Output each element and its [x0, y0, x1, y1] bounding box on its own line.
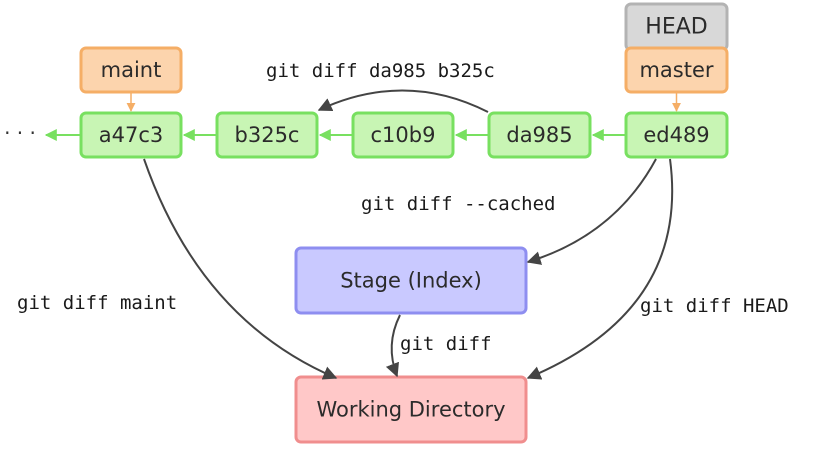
commit-label-ed489: ed489 — [643, 123, 709, 147]
master-branch-node: master — [624, 46, 729, 94]
diff-maint-command: git diff maint — [17, 292, 177, 314]
history-ellipsis: · · · — [4, 121, 36, 145]
ref-pointer-arrows — [126, 93, 681, 112]
diff-plain-arrow — [385, 314, 401, 378]
diff-maint-arrow — [143, 158, 338, 380]
diff-commits-arrow — [317, 89, 489, 113]
commit-node-da985: da985 — [487, 111, 592, 159]
stage-index-label: Stage (Index) — [340, 269, 482, 293]
maint-branch-node: maint — [79, 46, 183, 94]
diff-arrows — [143, 89, 674, 380]
head-ref-label: HEAD — [645, 15, 707, 40]
head-ref-node: HEAD — [624, 2, 729, 52]
diff-head-command: git diff HEAD — [640, 295, 789, 317]
diff-plain-command: git diff — [400, 333, 492, 355]
maint-branch-label: maint — [101, 58, 162, 82]
commit-node-ed489: ed489 — [624, 111, 729, 159]
commit-node-a47c3: a47c3 — [79, 111, 183, 159]
commit-node-b325c: b325c — [215, 111, 319, 159]
stage-index-node: Stage (Index) — [294, 246, 528, 315]
diff-commits-command: git diff da985 b325c — [266, 60, 495, 82]
commit-label-b325c: b325c — [235, 123, 300, 147]
master-branch-label: master — [639, 58, 713, 82]
diff-head-arrow — [526, 158, 674, 380]
diff-cached-arrow — [526, 158, 657, 265]
diff-cached-command: git diff --cached — [361, 193, 555, 215]
working-directory-label: Working Directory — [316, 398, 505, 422]
commit-node-c10b9: c10b9 — [351, 111, 455, 159]
commit-label-c10b9: c10b9 — [371, 123, 436, 147]
commit-label-a47c3: a47c3 — [99, 123, 164, 147]
working-directory-node: Working Directory — [294, 375, 528, 444]
commit-label-da985: da985 — [506, 123, 572, 147]
